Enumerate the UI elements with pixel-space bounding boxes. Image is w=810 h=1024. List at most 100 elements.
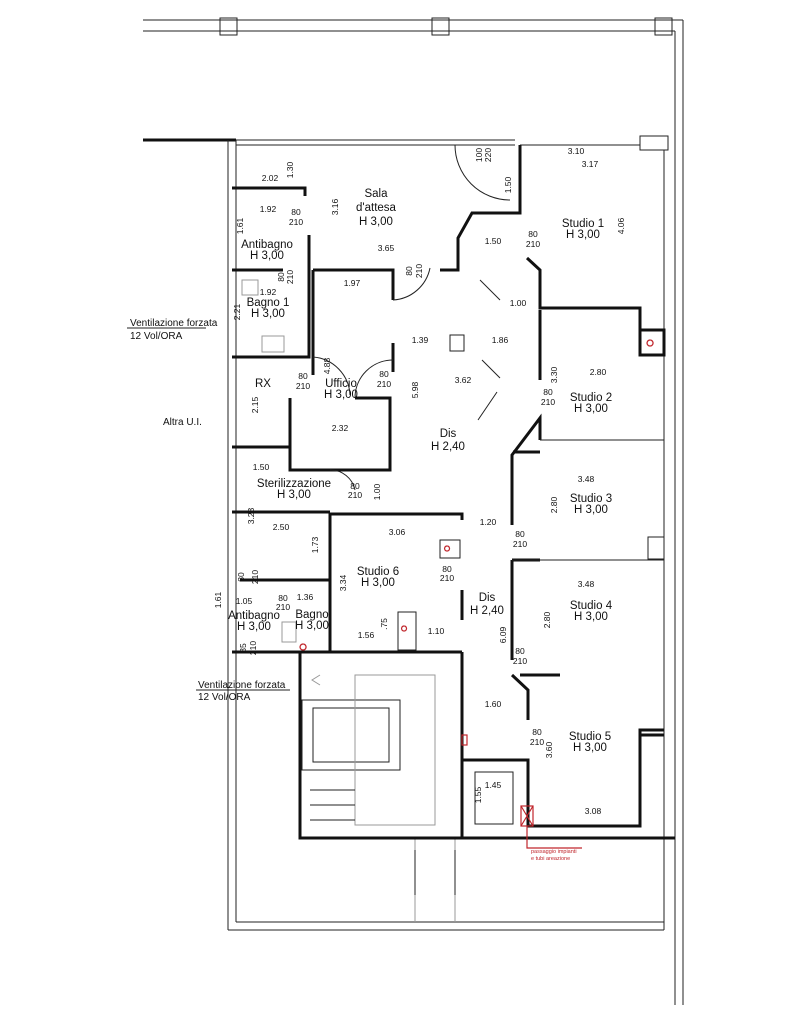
dimension-label: 80 xyxy=(404,266,414,276)
dimension-label: 2.21 xyxy=(232,303,242,320)
dimension-label: 1.00 xyxy=(510,298,527,308)
room-name: Studio 1 xyxy=(562,218,604,230)
room-name: Sala xyxy=(364,188,388,200)
room-height: H 3,00 xyxy=(361,577,395,589)
room-name: Studio 5 xyxy=(569,731,611,743)
dimension-label: 80 xyxy=(515,529,525,539)
dimension-label: 80 xyxy=(442,564,452,574)
room-name: RX xyxy=(255,378,271,390)
dimension-label: 80 xyxy=(278,593,288,603)
dimension-label: 4.88 xyxy=(322,357,332,374)
room-height: H 3,00 xyxy=(250,250,284,262)
ventilation-note: Ventilazione forzata xyxy=(198,680,286,691)
dimension-label: 210 xyxy=(285,270,295,284)
dimension-label: 210 xyxy=(513,539,527,549)
dimension-label: .75 xyxy=(379,618,389,630)
dimension-label: 1.50 xyxy=(503,176,513,193)
dimension-label: 5.98 xyxy=(410,381,420,398)
ventilation-note: 12 Vol/ORA xyxy=(130,331,183,342)
dimension-label: 80 xyxy=(291,207,301,217)
dimension-label: 220 xyxy=(483,148,493,162)
dimension-label: 3.65 xyxy=(378,243,395,253)
site-boundary xyxy=(143,17,684,1005)
room-name: Ufficio xyxy=(325,378,357,390)
dimension-label: 80 xyxy=(532,727,542,737)
dimension-label: 1.10 xyxy=(428,626,445,636)
dimension-label: 100 xyxy=(474,148,484,162)
room-name: Dis xyxy=(479,592,496,604)
dimension-label: 2.02 xyxy=(262,173,279,183)
room-height: H 3,00 xyxy=(574,504,608,516)
dimension-label: 80 xyxy=(236,572,246,582)
dimension-label: 80 xyxy=(276,272,286,282)
dimension-label: 1.39 xyxy=(412,335,429,345)
dimension-label: 2.80 xyxy=(542,611,552,628)
dimension-label: 2.32 xyxy=(332,423,349,433)
dimension-label: 210 xyxy=(440,573,454,583)
dimension-label: 210 xyxy=(248,641,258,655)
dimension-label: 3.16 xyxy=(330,198,340,215)
dimension-label: 80 xyxy=(350,481,360,491)
dimension-label: 1.00 xyxy=(372,483,382,500)
room-height: H 3,00 xyxy=(251,308,285,320)
dimension-label: 2.15 xyxy=(250,396,260,413)
dimension-label: 3.23 xyxy=(246,507,256,524)
dimension-label: 210 xyxy=(526,239,540,249)
room-height: H 3,00 xyxy=(566,229,600,241)
room-height: H 3,00 xyxy=(359,216,393,228)
ventilation-note: 12 Vol/ORA xyxy=(198,692,251,703)
dimension-label: 1.05 xyxy=(236,596,253,606)
dimension-label: 1.86 xyxy=(492,335,509,345)
door-swings xyxy=(312,144,511,895)
dimension-label: 4.06 xyxy=(616,217,626,234)
dimension-label: 1.60 xyxy=(485,699,502,709)
room-name: Studio 2 xyxy=(570,392,612,404)
interior-walls xyxy=(232,145,675,840)
dimension-label: 1.97 xyxy=(344,278,361,288)
dimension-label: 3.06 xyxy=(389,527,406,537)
room-height: H 3,00 xyxy=(295,620,329,632)
dimension-label: 3.08 xyxy=(585,806,602,816)
dimension-label: 1.61 xyxy=(235,217,245,234)
dimension-label: 3.17 xyxy=(582,159,599,169)
dimension-label: 1.30 xyxy=(285,161,295,178)
room-name: Bagno 1 xyxy=(247,297,290,309)
plant-passage-note: passaggio impianti xyxy=(531,849,577,855)
dimension-label: 1.50 xyxy=(253,462,270,472)
dimension-label: 210 xyxy=(296,381,310,391)
dimension-label: 3.48 xyxy=(578,474,595,484)
dimension-label: 80 xyxy=(298,371,308,381)
dimension-label: 2.80 xyxy=(549,496,559,513)
room-name: Antibagno xyxy=(228,610,280,622)
staircase xyxy=(301,674,436,826)
dimension-label: 2.50 xyxy=(273,522,290,532)
room-height: H 3,00 xyxy=(574,403,608,415)
dimension-label: 1.20 xyxy=(480,517,497,527)
dimension-label: 3.34 xyxy=(338,574,348,591)
dimension-label: 1.55 xyxy=(473,786,483,803)
dimension-label: 3.48 xyxy=(578,579,595,589)
room-labels: Sala d'attesa H 3,00 Studio 1 H 3,00 Ant… xyxy=(228,188,613,754)
plant-passage-note: e tubi areazione xyxy=(531,856,570,862)
dimension-label: 210 xyxy=(276,602,290,612)
room-name: Antibagno xyxy=(241,239,293,251)
dimension-label: 3.60 xyxy=(544,741,554,758)
dimension-label: 1.61 xyxy=(213,591,223,608)
dimension-label: 3.10 xyxy=(568,146,585,156)
room-name: Sterilizzazione xyxy=(257,478,331,490)
dimension-label: 3.30 xyxy=(549,366,559,383)
room-height: H 3,00 xyxy=(277,489,311,501)
dimension-label: 80 xyxy=(379,369,389,379)
dimension-label: 1.92 xyxy=(260,287,277,297)
dimension-label: 1.73 xyxy=(310,536,320,553)
dimension-label: 210 xyxy=(414,264,424,278)
dimension-label: 210 xyxy=(530,737,544,747)
dimension-label: 6.09 xyxy=(498,626,508,643)
plant-passage-marker xyxy=(520,805,582,849)
ventilation-note: Ventilazione forzata xyxy=(130,318,218,329)
room-name: Studio 3 xyxy=(570,493,612,505)
room-name: Studio 6 xyxy=(357,566,399,578)
dimension-label: 1.36 xyxy=(297,592,314,602)
